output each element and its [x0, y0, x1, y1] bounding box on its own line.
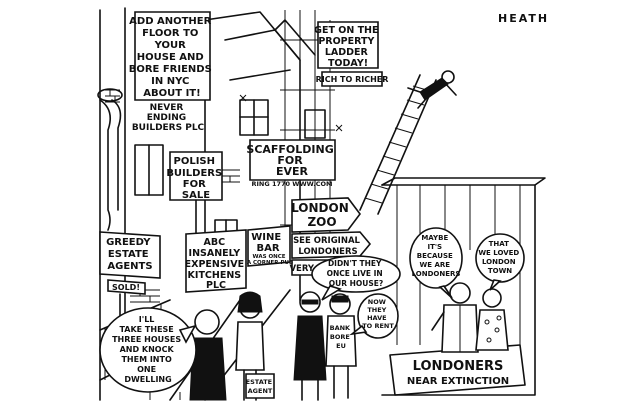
- street-people: ESTATE AGENT BANK BORE EU: [174, 291, 357, 401]
- speech-bubble-take-these: I'LL TAKE THESE THREE HOUSES AND KNOCK T…: [99, 307, 197, 393]
- speech-bubble-that: THAT WE LOVED LONDON TOWN: [475, 233, 525, 291]
- sign-polish-builders: POLISH BUILDERS FOR SALE: [166, 151, 225, 236]
- svg-text:I'LL TAKE THESE TH: I'LL TAKE THESE THREE HOUSES AND KNOCK T…: [112, 315, 184, 384]
- svg-text:THAT WE LOVED LOND: THAT WE LOVED LONDON TOWN: [478, 240, 521, 275]
- svg-text:GREEDY ESTATE AGEN: GREEDY ESTATE AGENTS: [106, 237, 154, 272]
- svg-text:ADD ANOTHER FLOOR TO: ADD ANOTHER FLOOR TO YOUR HOUSE AND BORE…: [129, 16, 216, 99]
- artist-signature: HEATH: [498, 12, 549, 25]
- sign-wine-bar: WINE BAR WAS ONCE A CORNER PUB: [247, 225, 293, 267]
- svg-text:ESTATE AGENT: ESTATE AGENT: [246, 378, 275, 395]
- svg-text:NEAR EXTINCTION: NEAR EXTINCTION: [407, 376, 509, 387]
- caged-londoners: [431, 282, 509, 353]
- svg-text:POLISH BUILDERS FO: POLISH BUILDERS FOR SALE: [166, 156, 225, 201]
- svg-text:SOLD!: SOLD!: [112, 283, 140, 292]
- svg-text:NEVER ENDING BUILD: NEVER ENDING BUILDERS PLC: [132, 103, 205, 133]
- svg-text:BANK BORE EU: BANK BORE EU: [330, 324, 353, 350]
- sign-see-londoners: SEE ORIGINAL LONDONERS: [291, 231, 372, 259]
- svg-text:RICH TO RICHER: RICH TO RICHER: [316, 75, 389, 84]
- svg-text:SEE ORIGINAL LONDONERS: SEE ORIGINAL LONDONERS: [293, 236, 363, 257]
- svg-text:LONDON ZOO: LONDON ZOO: [291, 201, 353, 229]
- sign-property-ladder: GET ON THE PROPERTY LADDER TODAY!: [314, 21, 382, 69]
- sign-never-ending: NEVER ENDING BUILDERS PLC: [132, 103, 205, 133]
- sign-greedy-estate-agents: GREEDY ESTATE AGENTS SOLD!: [99, 231, 161, 331]
- svg-text:MAYBE IT'S BECAUSE: MAYBE IT'S BECAUSE WE ARE LONDONERS: [412, 234, 461, 278]
- svg-text:WAS ONCE A CORNER PUB: WAS ONCE A CORNER PUB: [247, 254, 293, 266]
- sign-add-floor: ADD ANOTHER FLOOR TO YOUR HOUSE AND BORE…: [129, 11, 216, 101]
- svg-text:ABC INSANELY EXPEN: ABC INSANELY EXPENSIVE KITCHENS PLC: [185, 237, 248, 291]
- sign-rich-to-richer: RICH TO RICHER: [316, 71, 389, 87]
- svg-text:LONDONERS: LONDONERS: [413, 359, 504, 374]
- speech-bubble-didnt-they: DIDN'T THEY ONCE LIVE IN OUR HOUSE?: [311, 255, 401, 301]
- svg-text:DIDN'T THEY ONCE LIVE IN: DIDN'T THEY ONCE LIVE IN OUR HOUSE?: [327, 259, 386, 288]
- falling-man: [407, 70, 457, 109]
- svg-text:SCAFFOLDING FOR EV: SCAFFOLDING FOR EVER: [246, 143, 337, 178]
- speech-bubble-maybe: MAYBE IT'S BECAUSE WE ARE LONDONERS: [409, 227, 463, 299]
- svg-text:NOW THEY HAVE: NOW THEY HAVE TO RENT: [362, 298, 394, 330]
- sign-abc-kitchens: ABC INSANELY EXPENSIVE KITCHENS PLC: [185, 229, 248, 293]
- svg-text:RING 1770 WWW.COM: RING 1770 WWW.COM: [251, 180, 332, 188]
- property-ladder: [359, 74, 437, 215]
- sign-london-zoo: LONDON ZOO: [291, 197, 361, 233]
- londoners-plaque: LONDONERS NEAR EXTINCTION: [407, 359, 509, 387]
- speech-bubble-now-they: NOW THEY HAVE TO RENT: [349, 293, 399, 339]
- svg-text:GET ON THE PROPERTY: GET ON THE PROPERTY LADDER TODAY!: [314, 25, 382, 69]
- svg-text:WINE BAR: WINE BAR: [251, 232, 284, 254]
- sign-scaffolding: SCAFFOLDING FOR EVER RING 1770 WWW.COM: [246, 139, 337, 188]
